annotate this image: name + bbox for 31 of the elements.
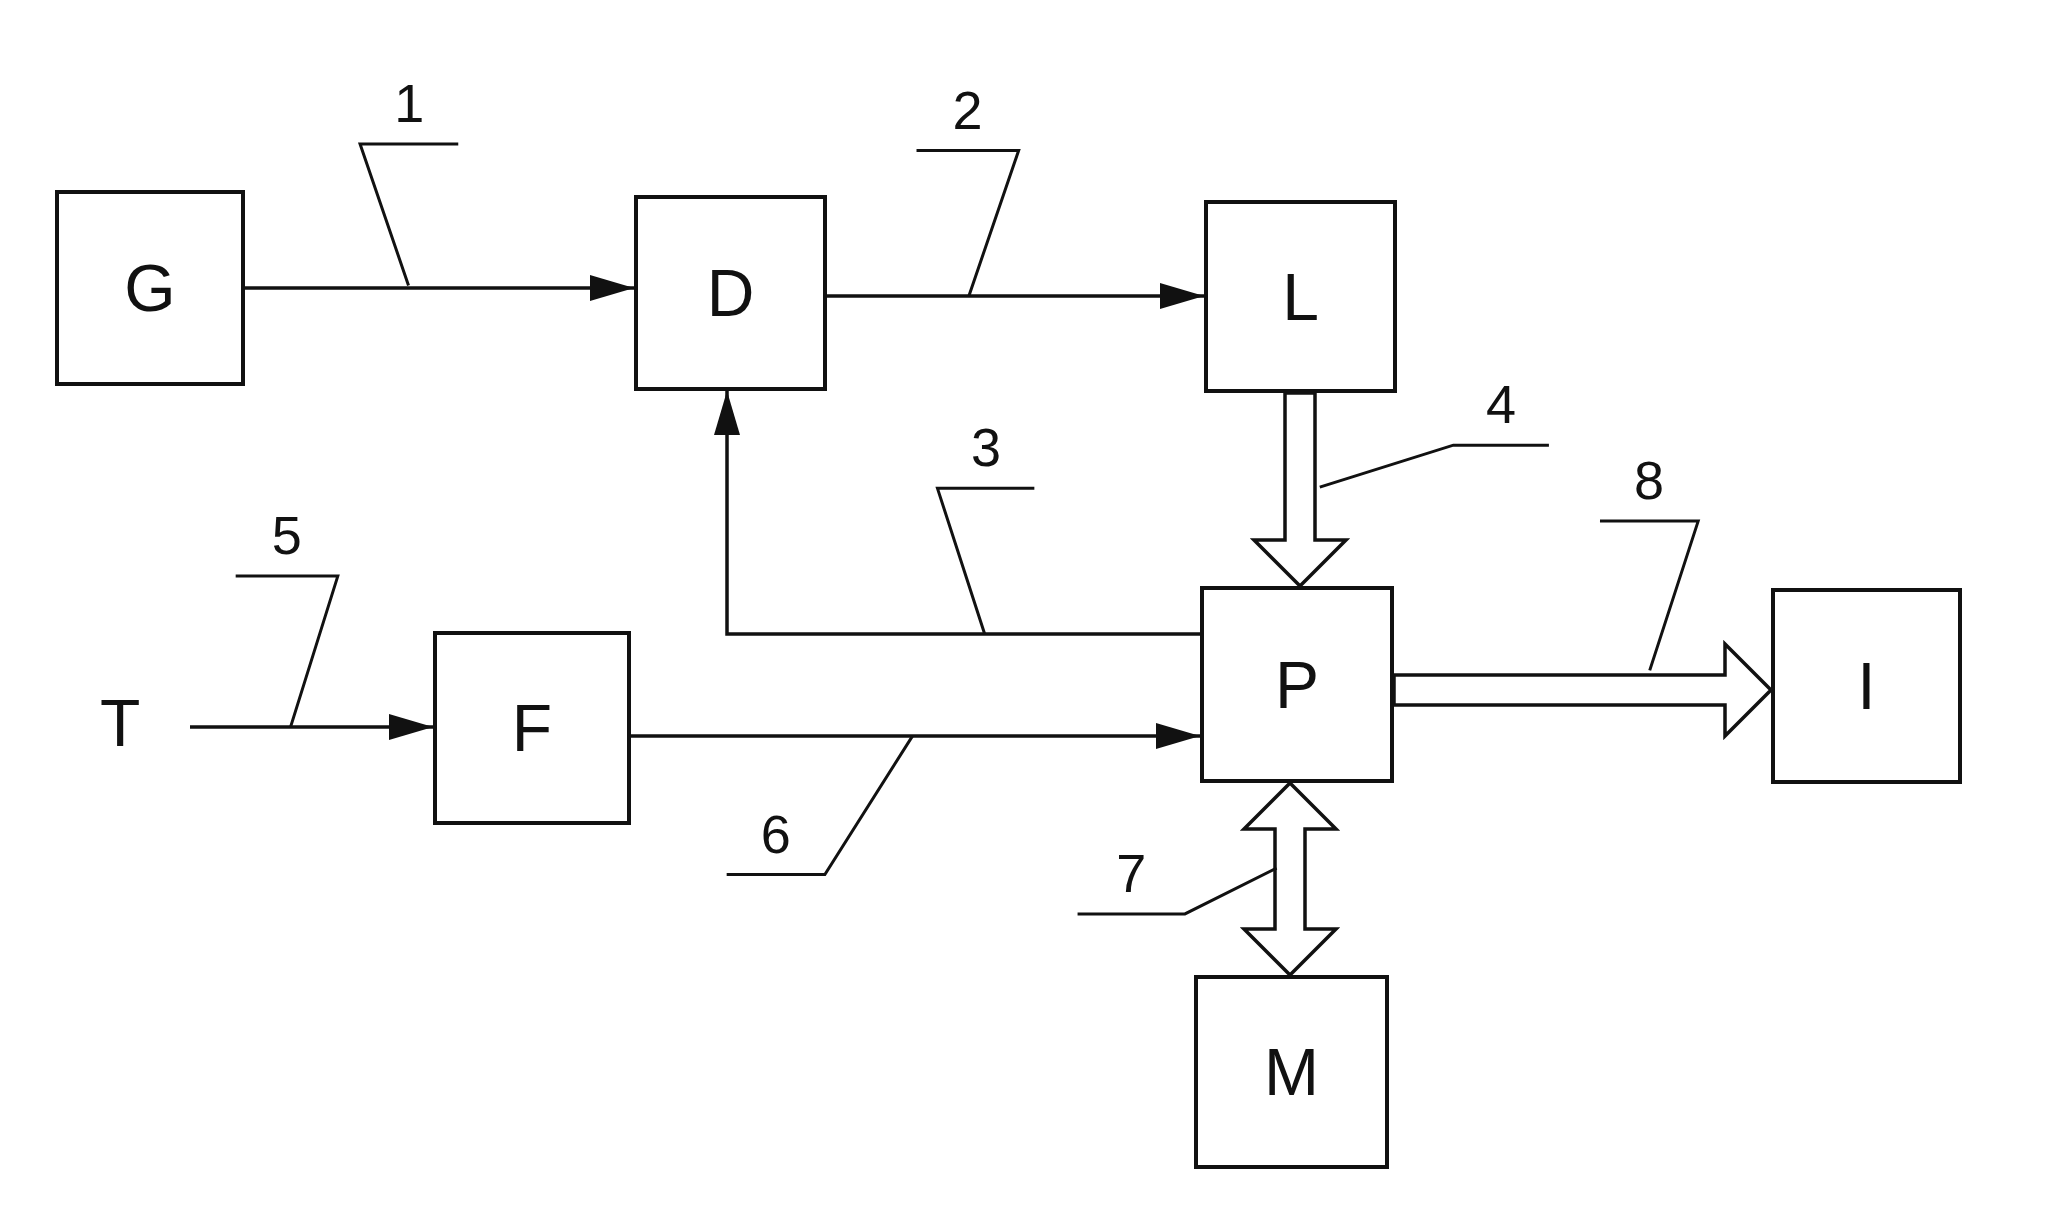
callout-number: 8 bbox=[1634, 453, 1665, 508]
block-box bbox=[55, 190, 245, 386]
block-box bbox=[1204, 200, 1397, 393]
callout-number: 5 bbox=[271, 508, 302, 563]
block-label: P bbox=[1275, 651, 1319, 718]
callout-number: 6 bbox=[760, 806, 791, 861]
callout-number: 1 bbox=[394, 76, 425, 130]
block-label: L bbox=[1282, 263, 1319, 330]
block-label: G bbox=[124, 255, 176, 321]
callout-number: 2 bbox=[952, 82, 983, 137]
block-box bbox=[1194, 975, 1389, 1169]
block-label: M bbox=[1264, 1039, 1319, 1105]
arrow bbox=[631, 723, 1200, 749]
callout-number: 4 bbox=[1486, 377, 1517, 432]
block-box bbox=[433, 631, 631, 825]
block-label: T bbox=[100, 689, 141, 756]
arrow bbox=[245, 275, 634, 301]
block-box bbox=[1200, 586, 1394, 783]
callout-number: 7 bbox=[1116, 845, 1147, 900]
block-label: I bbox=[1857, 653, 1876, 719]
block-label: D bbox=[706, 260, 755, 326]
arrow bbox=[190, 714, 433, 740]
arrow bbox=[827, 283, 1204, 309]
arrow bbox=[714, 391, 1200, 636]
block-box bbox=[1771, 588, 1962, 784]
block-box bbox=[634, 195, 827, 391]
hollow-arrow bbox=[1249, 391, 1351, 589]
block-label: F bbox=[511, 695, 553, 761]
hollow-arrow bbox=[1239, 780, 1341, 978]
callout-number: 3 bbox=[970, 420, 1001, 475]
hollow-arrow bbox=[1392, 639, 1774, 741]
